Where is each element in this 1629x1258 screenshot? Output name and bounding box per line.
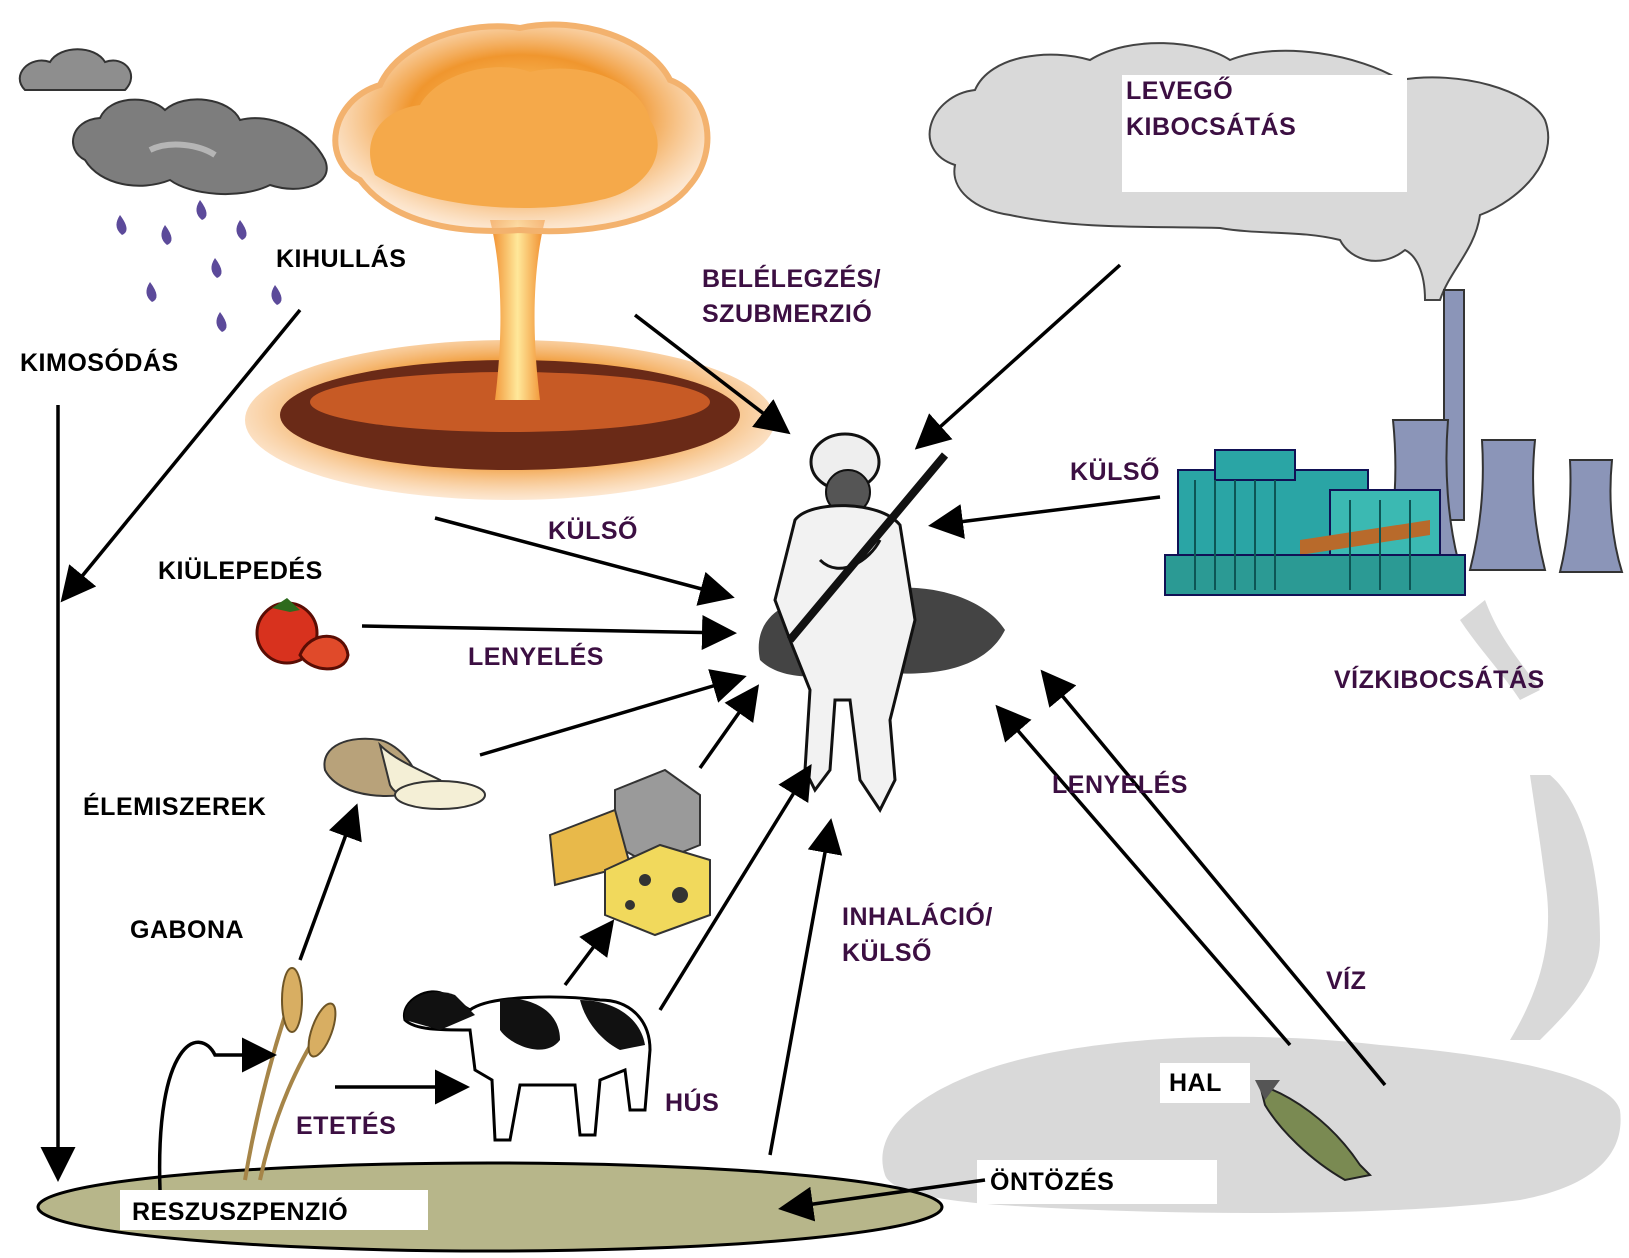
label-levego-1: LEVEGŐ <box>1126 77 1234 105</box>
arrow-kulso-right <box>928 495 1161 539</box>
pathway-inhalacio-2: KÜLSŐ <box>842 939 932 967</box>
label-kiulepedes: KIÜLEPEDÉS <box>158 557 323 585</box>
pathway-etetes: ETETÉS <box>296 1112 397 1140</box>
arrow-resuspension <box>157 1037 277 1191</box>
power-plant-icon <box>1164 289 1624 596</box>
pathway-arrows <box>40 263 1387 1222</box>
label-vizkibocsatas: VÍZKIBOCSÁTÁS <box>1334 666 1545 694</box>
label-hal: HAL <box>1169 1069 1222 1097</box>
fish-icon <box>1255 1080 1373 1182</box>
arrow-belelegzes <box>633 313 791 435</box>
bread-icon <box>323 737 486 810</box>
label-bg <box>262 242 465 282</box>
arrow-tomato <box>361 614 737 650</box>
cow-icon <box>403 990 652 1142</box>
cheese-milk-icon <box>548 768 711 937</box>
soldier-icon <box>758 432 1005 813</box>
label-levego-2: KIBOCSÁTÁS <box>1126 113 1297 141</box>
arrow-inhalacio <box>768 818 843 1156</box>
pathway-lenyeles-right: LENYELÉS <box>1052 771 1188 799</box>
arrow-kulso-left <box>434 516 735 606</box>
pathway-kulso-right: KÜLSŐ <box>1070 458 1160 486</box>
pathway-belelegzes-1: BELÉLEGZÉS/ <box>702 265 882 293</box>
pathway-belelegzes-2: SZUBMERZIÓ <box>702 300 873 328</box>
mushroom-cloud-icon <box>245 21 775 500</box>
label-elemiszerek: ÉLEMISZEREK <box>83 793 267 821</box>
arrow-milk <box>698 684 760 770</box>
label-bg <box>120 1190 428 1230</box>
pathway-viz: VÍZ <box>1326 967 1367 995</box>
arrow-fish <box>995 704 1292 1047</box>
pathway-hus: HÚS <box>665 1089 720 1117</box>
rain-cloud-icon <box>18 48 328 332</box>
water-emission-plume <box>1460 600 1600 1040</box>
label-kihullas: KIHULLÁS <box>276 245 407 273</box>
label-bg <box>977 1160 1217 1204</box>
arrow-cow-dairy <box>563 919 615 987</box>
arrow-cow-meat <box>658 764 812 1011</box>
tomato-icon <box>255 598 350 671</box>
pathway-inhalacio-1: INHALÁCIÓ/ <box>842 903 993 931</box>
air-emission-cloud <box>928 42 1550 301</box>
arrow-levego <box>914 263 1122 450</box>
label-gabona: GABONA <box>130 916 245 944</box>
wheat-icon <box>243 967 337 1181</box>
pathway-kulso-left: KÜLSŐ <box>548 517 638 545</box>
arrow-water <box>1040 669 1387 1087</box>
label-bg <box>1160 1063 1250 1103</box>
label-ontozes: ÖNTÖZÉS <box>990 1168 1115 1196</box>
label-reszuszpenzio: RESZUSZPENZIÓ <box>132 1198 349 1226</box>
pathway-lenyeles-left: LENYELÉS <box>468 643 604 671</box>
arrow-ontozes <box>778 1178 986 1222</box>
arrow-grain <box>298 803 362 961</box>
arrow-bread <box>479 669 747 757</box>
arrow-kihullas <box>60 308 302 603</box>
label-kimosodas: KIMOSÓDÁS <box>20 349 179 377</box>
